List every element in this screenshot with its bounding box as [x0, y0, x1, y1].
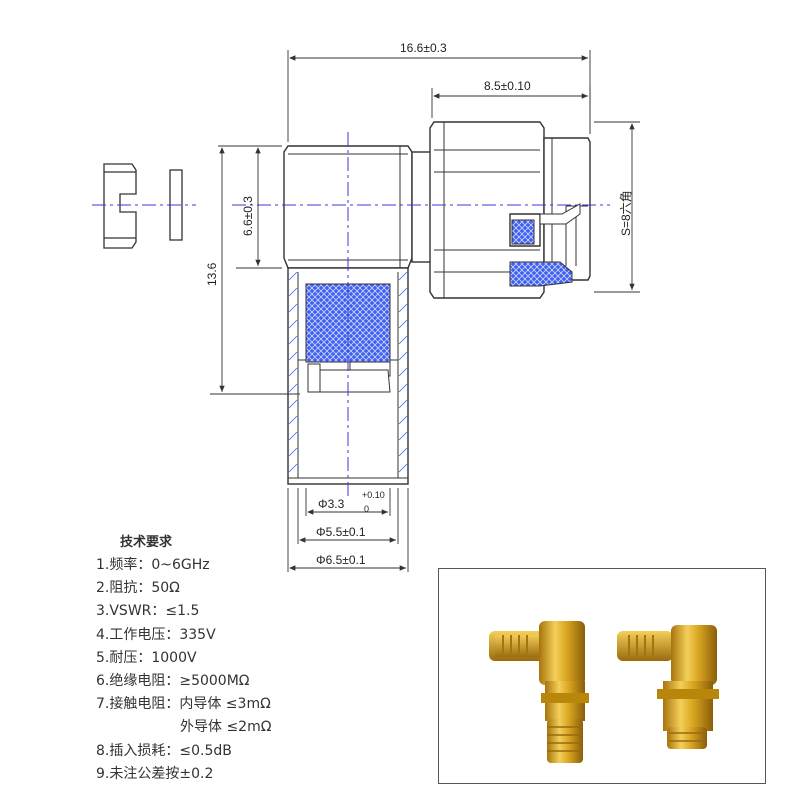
hex-size-label: S=8六角 [619, 190, 633, 236]
exploded-parts [103, 163, 183, 249]
spec-item: 8.插入损耗：≤0.5dB [96, 742, 232, 759]
mid-diameter-label: Φ5.5±0.1 [316, 525, 366, 539]
inner-dielectric [305, 283, 391, 393]
spec-item: 1.频率：0~6GHz [96, 557, 210, 573]
spec-item: 6.绝缘电阻：≥5000MΩ [96, 672, 250, 689]
dimension-lines [210, 50, 640, 572]
spec-item: 7.接触电阻：内导体 ≤3mΩ [96, 696, 271, 713]
spec-item: 5.耐压：1000V [96, 649, 197, 666]
inner-diameter-value: Φ3.3 [318, 497, 345, 511]
spec-item: 3.VSWR：≤1.5 [96, 603, 200, 620]
spec-item: 2.阻抗：50Ω [96, 580, 180, 597]
spec-item: 9.未注公差按±0.2 [96, 765, 214, 782]
total-height-label: 13.6 [205, 262, 219, 286]
inner-diameter-tol-upper: +0.10 [362, 490, 385, 500]
overall-length-label: 16.6±0.3 [400, 41, 447, 55]
technical-requirements: 技术要求 1.频率：0~6GHz 2.阻抗：50Ω 3.VSWR：≤1.5 4.… [96, 532, 426, 786]
dielectric-insert [509, 203, 581, 287]
body-height-label: 6.6±0.3 [241, 196, 255, 236]
spec-item: 4.工作电压：335V [96, 626, 216, 643]
gold-connectors-illustration [489, 621, 719, 763]
centerlines [92, 132, 610, 500]
sleeve-wall-hatch [288, 271, 408, 473]
product-photo [438, 568, 766, 784]
hex-length-label: 8.5±0.10 [484, 79, 531, 93]
specs-title: 技术要求 [120, 535, 173, 550]
inner-diameter-label: Φ3.3 [318, 497, 345, 511]
contact-pin-part [103, 163, 137, 249]
inner-diameter-tol-lower: 0 [364, 504, 369, 514]
outer-diameter-label: Φ6.5±0.1 [316, 553, 366, 567]
connector-photo-right [617, 625, 719, 749]
spec-item-continuation: 外导体 ≤2mΩ [180, 719, 272, 736]
connector-photo-left [489, 621, 589, 763]
